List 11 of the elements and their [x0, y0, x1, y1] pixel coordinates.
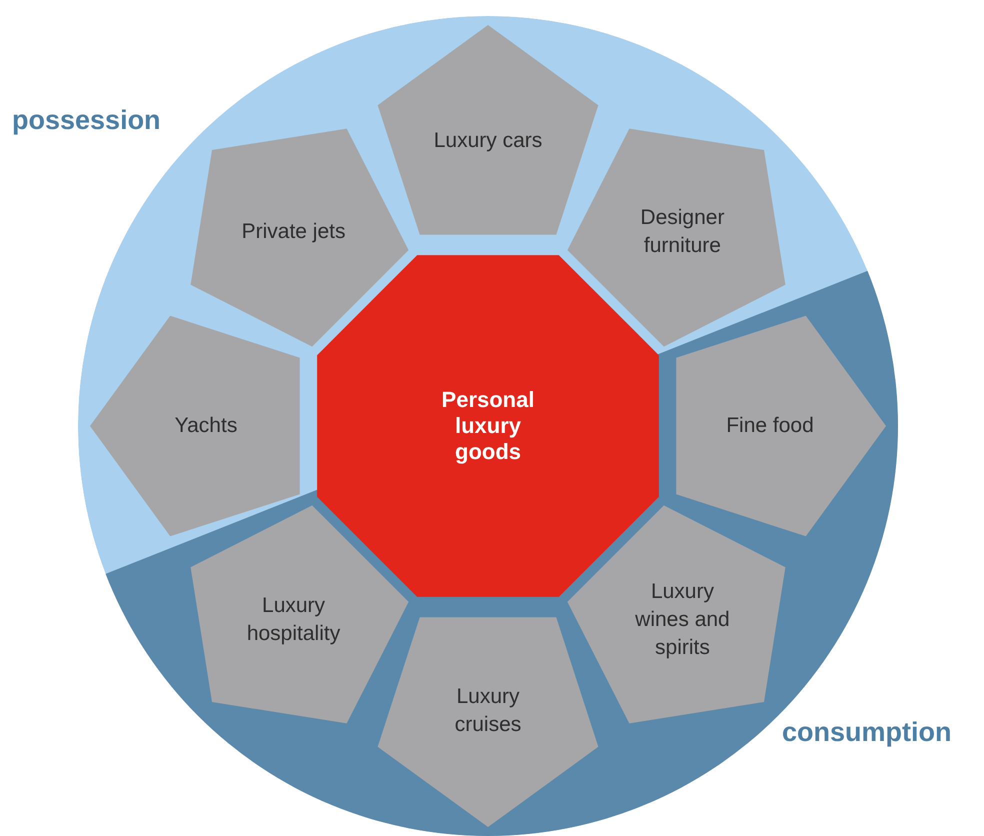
category-label: consumption [782, 716, 952, 749]
segment-label: Luxury wines and spirits [634, 579, 731, 662]
category-label: possession [12, 104, 161, 137]
segment-label: Luxury hospitality [246, 593, 342, 648]
segment-label: Fine food [725, 413, 815, 439]
segment-label: Luxury cars [432, 128, 544, 154]
center-label: Personal luxury goods [440, 387, 536, 465]
segment-label: Private jets [240, 218, 346, 245]
segment-label: Luxury cruises [454, 684, 522, 738]
segment-label: Yachts [174, 413, 238, 439]
segment-label: Designer furniture [639, 204, 726, 259]
